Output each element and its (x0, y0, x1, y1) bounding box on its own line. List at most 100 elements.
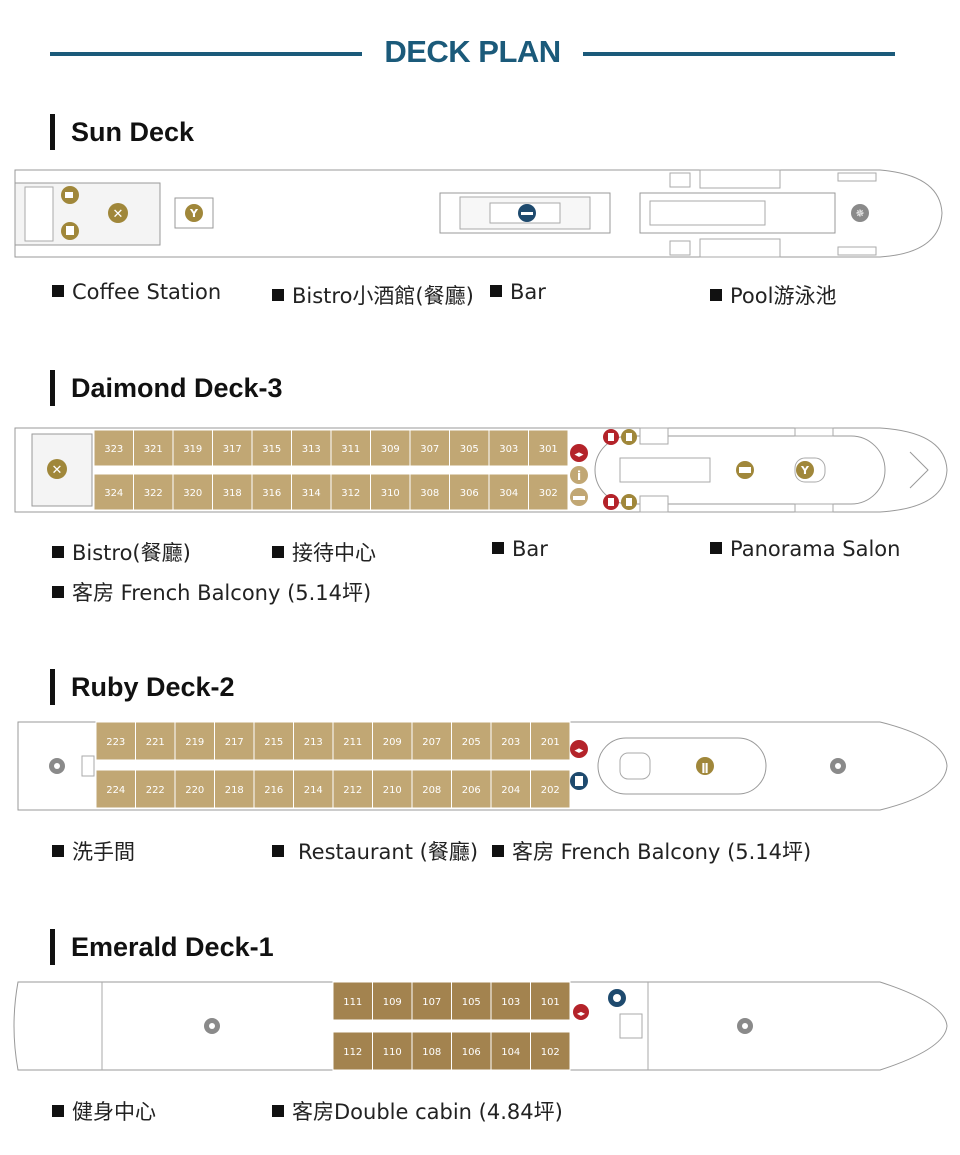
cabin-305[interactable] (449, 429, 490, 467)
cabin-215[interactable] (253, 721, 294, 761)
cabin-number: 316 (262, 488, 281, 499)
cabin-number: 223 (106, 737, 125, 748)
fitness-icon (830, 758, 846, 774)
legend-fitness-center: 健身中心 (52, 1096, 156, 1126)
cabin-312[interactable] (330, 473, 371, 511)
cabin-202[interactable] (530, 769, 571, 809)
cabin-311[interactable] (330, 429, 371, 467)
cabin-318[interactable] (212, 473, 253, 511)
cabin-209[interactable] (372, 721, 413, 761)
cabin-number: 103 (501, 997, 520, 1008)
legend-reception: 接待中心 (272, 537, 376, 567)
cabin-number: 212 (343, 785, 362, 796)
cabin-220[interactable] (174, 769, 215, 809)
cabin-number: 301 (539, 444, 558, 455)
cabin-111[interactable] (332, 981, 373, 1021)
cabin-210[interactable] (372, 769, 413, 809)
cabin-204[interactable] (490, 769, 531, 809)
svg-text:Y: Y (800, 464, 810, 477)
cabin-314[interactable] (291, 473, 332, 511)
cabin-number: 215 (264, 737, 283, 748)
cabin-102[interactable] (530, 1031, 571, 1071)
cabin-219[interactable] (174, 721, 215, 761)
cabin-201[interactable] (530, 721, 571, 761)
deck-plan-title-row: DECK PLAN (50, 34, 895, 74)
cabin-206[interactable] (451, 769, 492, 809)
cabin-306[interactable] (449, 473, 490, 511)
cabin-101[interactable] (530, 981, 571, 1021)
cabin-211[interactable] (332, 721, 373, 761)
cabin-315[interactable] (251, 429, 292, 467)
cabin-323[interactable] (93, 429, 134, 467)
legend-coffee-station: Coffee Station (52, 280, 221, 304)
restroom-icon (603, 429, 619, 445)
cabin-309[interactable] (370, 429, 411, 467)
cabin-106[interactable] (451, 1031, 492, 1071)
elevator-icon: ◂▸ (573, 1004, 589, 1020)
fork-spoon-icon: ǁ (696, 757, 714, 775)
cabin-208[interactable] (411, 769, 452, 809)
cabin-213[interactable] (293, 721, 334, 761)
cabin-number: 222 (146, 785, 165, 796)
cabin-221[interactable] (135, 721, 176, 761)
cabin-110[interactable] (372, 1031, 413, 1071)
cabin-303[interactable] (488, 429, 529, 467)
cabin-number: 319 (183, 444, 202, 455)
cabin-214[interactable] (293, 769, 334, 809)
page-title: DECK PLAN (384, 34, 561, 69)
cabin-302[interactable] (528, 473, 569, 511)
cabin-324[interactable] (93, 473, 134, 511)
svg-text:◂▸: ◂▸ (574, 746, 584, 756)
cabin-number: 111 (343, 997, 362, 1008)
cabin-number: 217 (225, 737, 244, 748)
svg-text:✵: ✵ (855, 207, 864, 220)
diamond-deck-heading: Daimond Deck-3 (50, 370, 283, 406)
cabin-number: 110 (383, 1047, 402, 1058)
cabin-320[interactable] (172, 473, 213, 511)
cabin-307[interactable] (409, 429, 450, 467)
cabin-308[interactable] (409, 473, 450, 511)
cabin-222[interactable] (135, 769, 176, 809)
legend-pool: Pool游泳池 (710, 280, 836, 310)
cabin-317[interactable] (212, 429, 253, 467)
cabin-number: 320 (183, 488, 202, 499)
cabin-109[interactable] (372, 981, 413, 1021)
cabin-number: 218 (225, 785, 244, 796)
cocktail-icon: Y (796, 461, 814, 479)
cabin-107[interactable] (411, 981, 452, 1021)
svg-text:Y: Y (189, 207, 199, 220)
legend-bistro: Bistro小酒館(餐廳) (272, 280, 474, 310)
cabin-205[interactable] (451, 721, 492, 761)
cabin-319[interactable] (172, 429, 213, 467)
cabin-number: 204 (501, 785, 520, 796)
cabin-218[interactable] (214, 769, 255, 809)
cabin-212[interactable] (332, 769, 373, 809)
legend-bistro-restaurant: Bistro(餐廳) (52, 537, 191, 567)
cabin-number: 302 (539, 488, 558, 499)
cabin-316[interactable] (251, 473, 292, 511)
legend-bar: Bar (492, 537, 548, 561)
cabin-203[interactable] (490, 721, 531, 761)
cabin-number: 306 (460, 488, 479, 499)
cabin-301[interactable] (528, 429, 569, 467)
cabin-108[interactable] (411, 1031, 452, 1071)
cabin-number: 108 (422, 1047, 441, 1058)
restroom-icon (570, 772, 588, 790)
cabin-207[interactable] (411, 721, 452, 761)
cabin-number: 112 (343, 1047, 362, 1058)
legend-double-cabin: 客房Double cabin (4.84坪) (272, 1096, 563, 1126)
cabin-105[interactable] (451, 981, 492, 1021)
cabin-number: 105 (462, 997, 481, 1008)
cabin-224[interactable] (95, 769, 136, 809)
legend-french-balcony: 客房 French Balcony (5.14坪) (52, 577, 371, 607)
cabin-304[interactable] (488, 473, 529, 511)
cabin-313[interactable] (291, 429, 332, 467)
cabin-number: 322 (144, 488, 163, 499)
cabin-322[interactable] (133, 473, 174, 511)
cabin-number: 213 (304, 737, 323, 748)
